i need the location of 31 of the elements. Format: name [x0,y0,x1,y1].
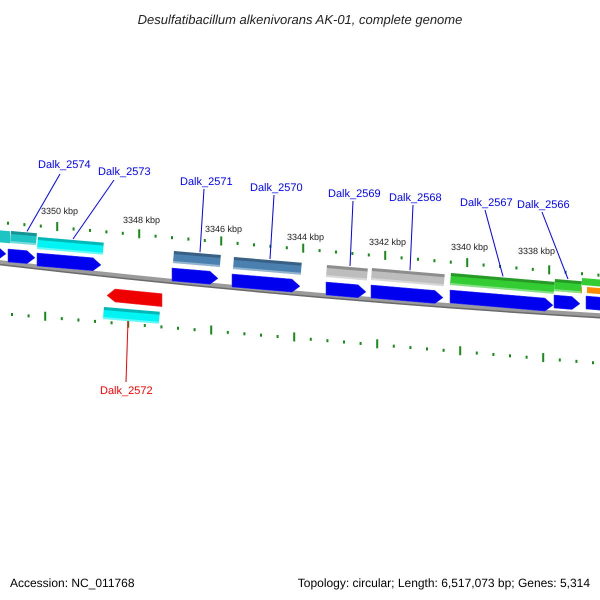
leader-line [542,212,568,280]
scale-label: 3342 kbp [369,237,406,248]
gene-label: Dalk_2572 [100,384,153,398]
gene-feature-bar [36,237,104,255]
gene-label: Dalk_2573 [98,165,151,179]
gene-label: Dalk_2574 [38,158,91,172]
scale-label: 3340 kbp [451,242,488,253]
scale-label: 3346 kbp [205,224,242,235]
gene-feature-bar [370,268,445,286]
leader-line [26,174,60,232]
footer-text: Topology: circular; Length: 6,517,073 bp; Genes: 5,314 [298,575,590,592]
scale-label: 3348 kbp [123,215,160,226]
scale-label: 3350 kbp [41,206,78,217]
gene-feature-bar [102,307,160,324]
leader-line [484,210,504,277]
gene-label: Dalk_2571 [180,175,233,189]
gene-label: Dalk_2570 [250,181,303,195]
gene-feature-bar [450,273,555,294]
leader-line [350,200,354,266]
gene-feature-bar [232,257,302,275]
gene-label: Dalk_2566 [517,198,570,212]
title: Desulfatibacillum alkenivorans AK-01, complete genome [136,11,464,29]
gene-feature-bar [326,265,368,280]
gene-label: Dalk_2569 [328,187,381,201]
scale-label: 3338 kbp [518,246,556,257]
gene-feature-bar [172,251,221,267]
gene-label: Dalk_2567 [460,196,513,210]
footer-text: Accession: NC_011768 [10,575,135,592]
leader-line [126,320,128,382]
gene-label: Dalk_2568 [389,191,442,205]
scale-label: 3344 kbp [287,232,324,243]
